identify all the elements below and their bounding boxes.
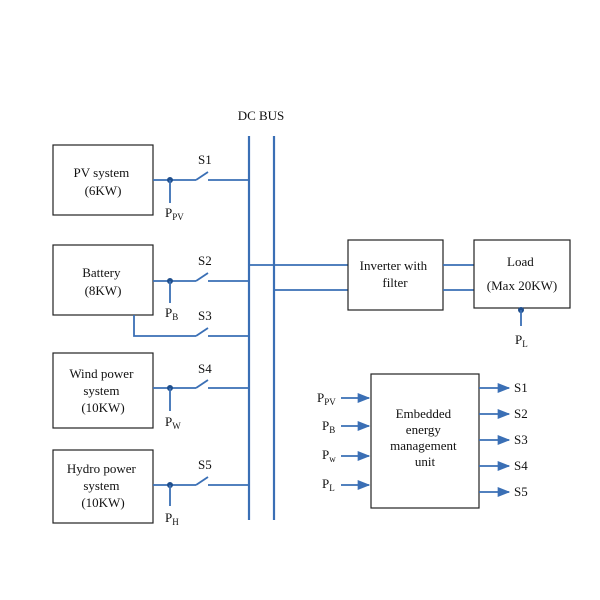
emu-input-pw: Pw (322, 447, 371, 464)
emu-input-ppv: PPV (317, 390, 371, 407)
energy-management-box (370, 373, 480, 509)
emu-label-line4: unit (415, 454, 436, 469)
inverter-label-line2: filter (382, 275, 408, 290)
load-power-label: PL (515, 332, 528, 349)
emu-output-s1-label: S1 (514, 380, 528, 395)
load-label-line1: Load (507, 254, 534, 269)
svg-text:Inverter with filter: Inverter with filter (360, 258, 431, 290)
emu-output-s5: S5 (479, 484, 528, 499)
emu-label-line2: energy (406, 422, 442, 437)
wind-power-label-line2: system (83, 383, 119, 398)
pv-power-label: PPV (165, 205, 184, 222)
load-label-line2: (Max 20KW) (487, 278, 557, 293)
emu-label-line1: Embedded (396, 406, 452, 421)
svg-text:PPV: PPV (317, 390, 336, 407)
pv-switch-label: S1 (198, 152, 212, 167)
emu-output-s4: S4 (479, 458, 528, 473)
battery-charge-switch-label: S3 (198, 308, 212, 323)
wind-power-label: PW (165, 414, 181, 431)
wind-switch-blade (195, 379, 209, 389)
emu-output-s4-label: S4 (514, 458, 528, 473)
emu-input-pl: PL (322, 476, 371, 493)
svg-text:Hydro power system: Hydro power system (10KW) (67, 461, 139, 510)
hydro-power-block: Hydro power system (10KW) (52, 449, 154, 524)
load-block: Load (Max 20KW) (473, 239, 571, 309)
inverter-block: Inverter with filter (347, 239, 444, 311)
hydro-power-label-line1: Hydro power (67, 461, 137, 476)
hydro-power-label-line3: (10KW) (81, 495, 124, 510)
svg-text:PL: PL (322, 476, 335, 493)
hydro-power-label-line2: system (83, 478, 119, 493)
dc-bus-label: DC BUS (238, 108, 285, 123)
battery-block: Battery (8KW) (52, 244, 154, 316)
hydro-switch-blade (195, 476, 209, 486)
wind-power-box (52, 352, 154, 429)
svg-text:Battery (8KW): Battery (8KW) (82, 265, 124, 298)
battery-label-line2: (8KW) (85, 283, 122, 298)
battery-charge-switch-blade (195, 327, 209, 337)
load-box (473, 239, 571, 309)
emu-output-s1: S1 (479, 380, 528, 395)
svg-text:PB: PB (322, 418, 335, 435)
svg-text:Embedded energy ma: Embedded energy management unit (390, 406, 460, 469)
inverter-label-line1: Inverter with (360, 258, 428, 273)
svg-text:PV system (6KW): PV system (6KW) (74, 165, 133, 198)
svg-text:Load (Max 20KW): Load (Max 20KW) (487, 254, 557, 293)
battery-charge-wire (133, 315, 196, 337)
pv-system-label-line2: (6KW) (85, 183, 122, 198)
hydro-power-label: PH (165, 510, 179, 527)
svg-text:Pw: Pw (322, 447, 336, 464)
battery-box (52, 244, 154, 316)
battery-switch-blade (195, 272, 209, 282)
emu-output-s2-label: S2 (514, 406, 528, 421)
emu-output-s5-label: S5 (514, 484, 528, 499)
wind-switch-label: S4 (198, 361, 212, 376)
energy-management-block: Embedded energy management unit (370, 373, 480, 509)
emu-output-s2: S2 (479, 406, 528, 421)
inverter-box (347, 239, 444, 311)
emu-output-s3-label: S3 (514, 432, 528, 447)
wind-power-label-line1: Wind power (69, 366, 134, 381)
wind-power-block: Wind power system (10KW) (52, 352, 154, 429)
pv-system-block: PV system (6KW) (52, 144, 154, 216)
emu-label-line3: management (390, 438, 457, 453)
emu-input-pb: PB (322, 418, 371, 435)
battery-label-line1: Battery (82, 265, 121, 280)
battery-power-label: PB (165, 305, 178, 322)
hydro-switch-label: S5 (198, 457, 212, 472)
pv-system-label-line1: PV system (74, 165, 130, 180)
hydro-power-box (52, 449, 154, 524)
svg-text:Wind power system: Wind power system (10KW) (69, 366, 136, 415)
battery-switch-label: S2 (198, 253, 212, 268)
pv-switch-blade (195, 171, 209, 181)
pv-system-box (52, 144, 154, 216)
wind-power-label-line3: (10KW) (81, 400, 124, 415)
emu-output-s3: S3 (479, 432, 528, 447)
